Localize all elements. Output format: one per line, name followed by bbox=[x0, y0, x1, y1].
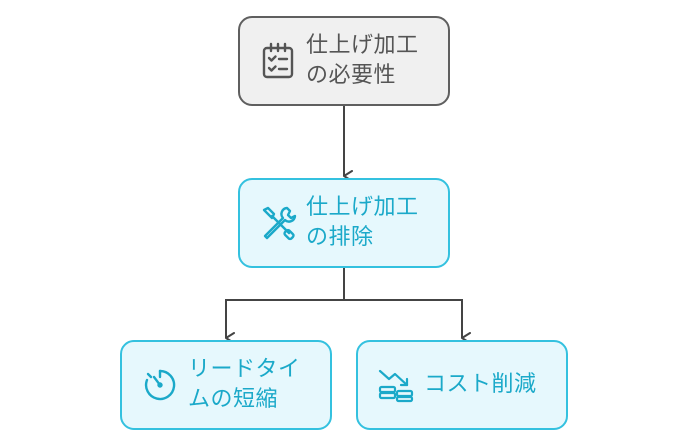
checklist-icon bbox=[250, 42, 306, 80]
node-finishing-need-line1: 仕上げ加工 bbox=[306, 33, 419, 58]
node-lead-time[interactable]: リードタイ ムの短縮 bbox=[120, 340, 332, 430]
cash-down-icon bbox=[368, 367, 424, 403]
node-lead-time-label: リードタイ ムの短縮 bbox=[188, 355, 301, 415]
node-finishing-need-line2: の必要性 bbox=[306, 63, 397, 88]
arrow-middle-to-right bbox=[344, 299, 471, 344]
node-cost-reduction-label: コスト削減 bbox=[424, 370, 537, 400]
node-cost-reduction-line1: コスト削減 bbox=[424, 372, 537, 397]
node-cost-reduction[interactable]: コスト削減 bbox=[356, 340, 568, 430]
node-finishing-elimination-line2: の排除 bbox=[306, 225, 374, 250]
arrow-middle-to-left bbox=[225, 268, 345, 344]
node-lead-time-line2: ムの短縮 bbox=[188, 387, 279, 412]
node-finishing-need[interactable]: 仕上げ加工 の必要性 bbox=[238, 16, 450, 106]
node-finishing-elimination[interactable]: 仕上げ加工 の排除 bbox=[238, 178, 450, 268]
node-finishing-elimination-line1: 仕上げ加工 bbox=[306, 195, 419, 220]
timer-icon bbox=[132, 367, 188, 403]
node-finishing-need-label: 仕上げ加工 の必要性 bbox=[306, 31, 419, 91]
tools-icon bbox=[250, 204, 306, 242]
node-finishing-elimination-label: 仕上げ加工 の排除 bbox=[306, 193, 419, 253]
node-lead-time-line1: リードタイ bbox=[188, 357, 301, 382]
